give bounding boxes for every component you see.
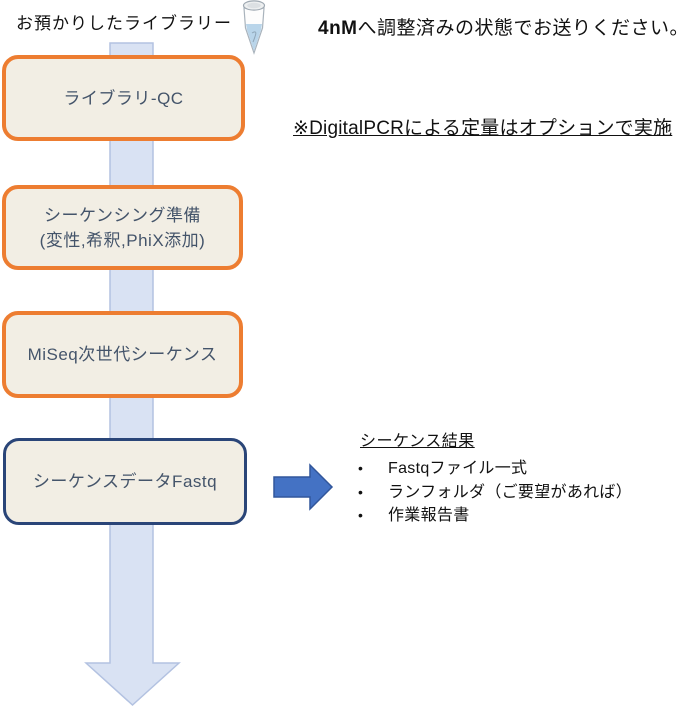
result-item-text: ランフォルダ（ご要望があれば） <box>388 483 633 501</box>
send-instruction-bold: 4nM <box>318 18 358 39</box>
bullet-icon: • <box>358 507 364 523</box>
results-list: • Fastqファイル一式 • ランフォルダ（ご要望があれば） • 作業報告書 <box>358 457 632 528</box>
results-block: シーケンス結果 • Fastqファイル一式 • ランフォルダ（ご要望があれば） … <box>358 427 632 528</box>
step-label-line1: シーケンシング準備 <box>44 205 201 225</box>
result-item-text: Fastqファイル一式 <box>388 460 528 477</box>
step-label-line2: (変性,希釈,PhiX添加) <box>39 230 206 250</box>
list-item: • ランフォルダ（ご要望があれば） <box>358 481 632 505</box>
send-instruction-rest: へ調整済みの状態でお送りください。 <box>357 18 687 39</box>
result-item-text: 作業報告書 <box>388 507 470 524</box>
step-library-qc: ライブラリ-QC <box>2 55 245 141</box>
list-item: • 作業報告書 <box>358 504 632 528</box>
results-heading: シーケンス結果 <box>360 433 475 450</box>
received-library-label: お預かりしたライブラリー <box>16 14 232 33</box>
step-sequencing-prep: シーケンシング準備 (変性,希釈,PhiX添加) <box>2 185 243 270</box>
bullet-icon: • <box>358 460 364 476</box>
step-miseq-sequencing: MiSeq次世代シーケンス <box>2 311 243 398</box>
bullet-icon: • <box>358 483 364 500</box>
right-arrow-icon <box>273 463 334 511</box>
send-instruction: 4nMへ調整済みの状態でお送りください。 <box>318 13 687 40</box>
step-label: ライブラリ-QC <box>63 88 184 108</box>
list-item: • Fastqファイル一式 <box>358 457 632 481</box>
step-fastq-data: シーケンスデータFastq <box>3 438 247 525</box>
digital-pcr-note: ※DigitalPCRによる定量はオプションで実施 <box>293 118 673 139</box>
step-label: MiSeq次世代シーケンス <box>27 345 218 364</box>
microtube-icon <box>242 0 266 55</box>
step-label: シーケンスデータFastq <box>32 472 218 491</box>
